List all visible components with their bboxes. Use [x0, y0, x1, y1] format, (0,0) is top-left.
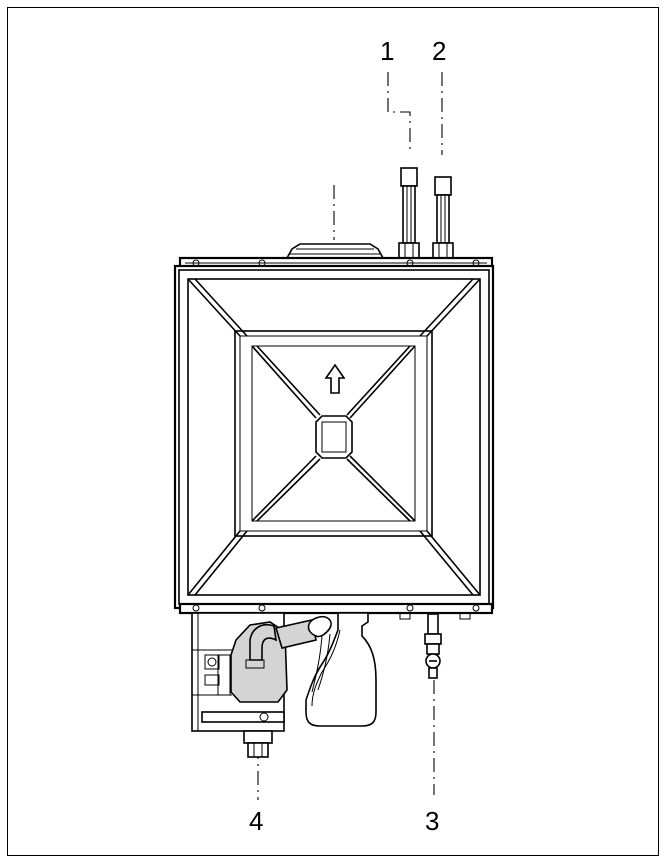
callout-3: 3 [425, 806, 439, 836]
drain-valve-icon [424, 613, 442, 679]
callout-4: 4 [249, 806, 263, 836]
callout-2: 2 [432, 36, 446, 66]
connection-pipe-2 [432, 176, 454, 259]
bottom-rail [178, 602, 494, 620]
figure-frame [7, 7, 659, 856]
heater-housing [173, 264, 495, 610]
leader-line-1 [387, 72, 411, 150]
flue-collar [285, 243, 385, 259]
up-arrow-icon [324, 363, 346, 394]
protective-cover [230, 619, 317, 703]
connection-pipe-1 [398, 167, 420, 259]
spray-bottle-icon [305, 612, 377, 727]
callout-1: 1 [380, 36, 394, 66]
